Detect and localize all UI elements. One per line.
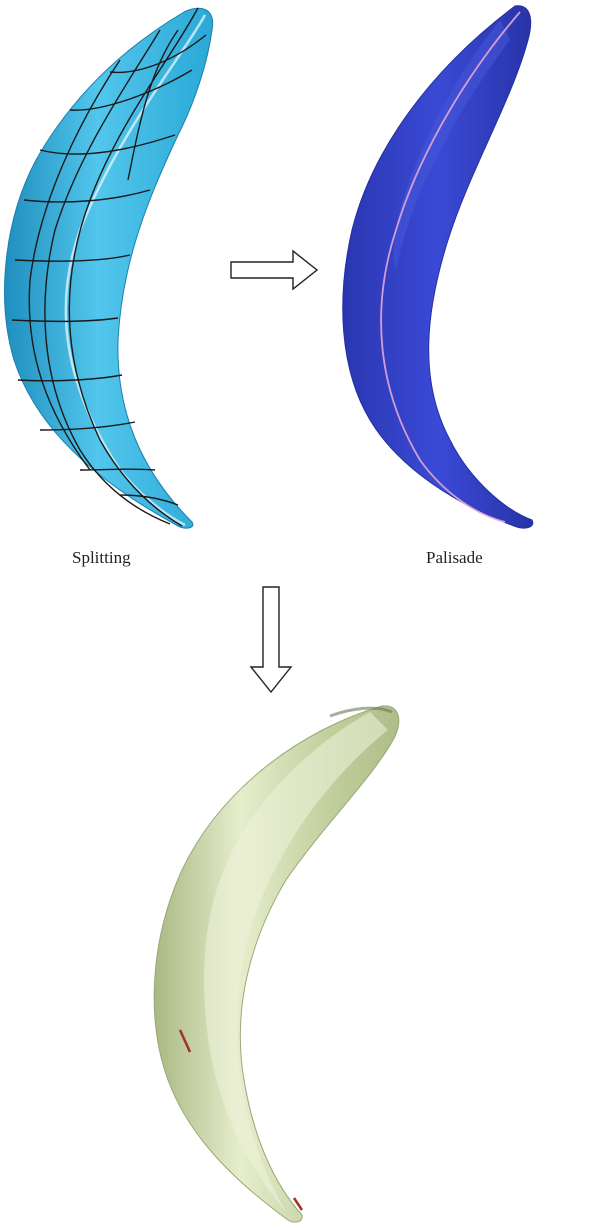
arrow-right-icon xyxy=(231,251,317,289)
splitting-surface-model xyxy=(5,8,213,528)
final-surface-model xyxy=(154,706,399,1222)
caption-splitting: Splitting xyxy=(72,548,131,568)
palisade-surface-body xyxy=(343,6,533,528)
arrow-down-icon xyxy=(251,587,291,692)
caption-palisade: Palisade xyxy=(426,548,483,568)
final-surface-body xyxy=(154,706,399,1222)
palisade-surface-model xyxy=(343,6,533,528)
